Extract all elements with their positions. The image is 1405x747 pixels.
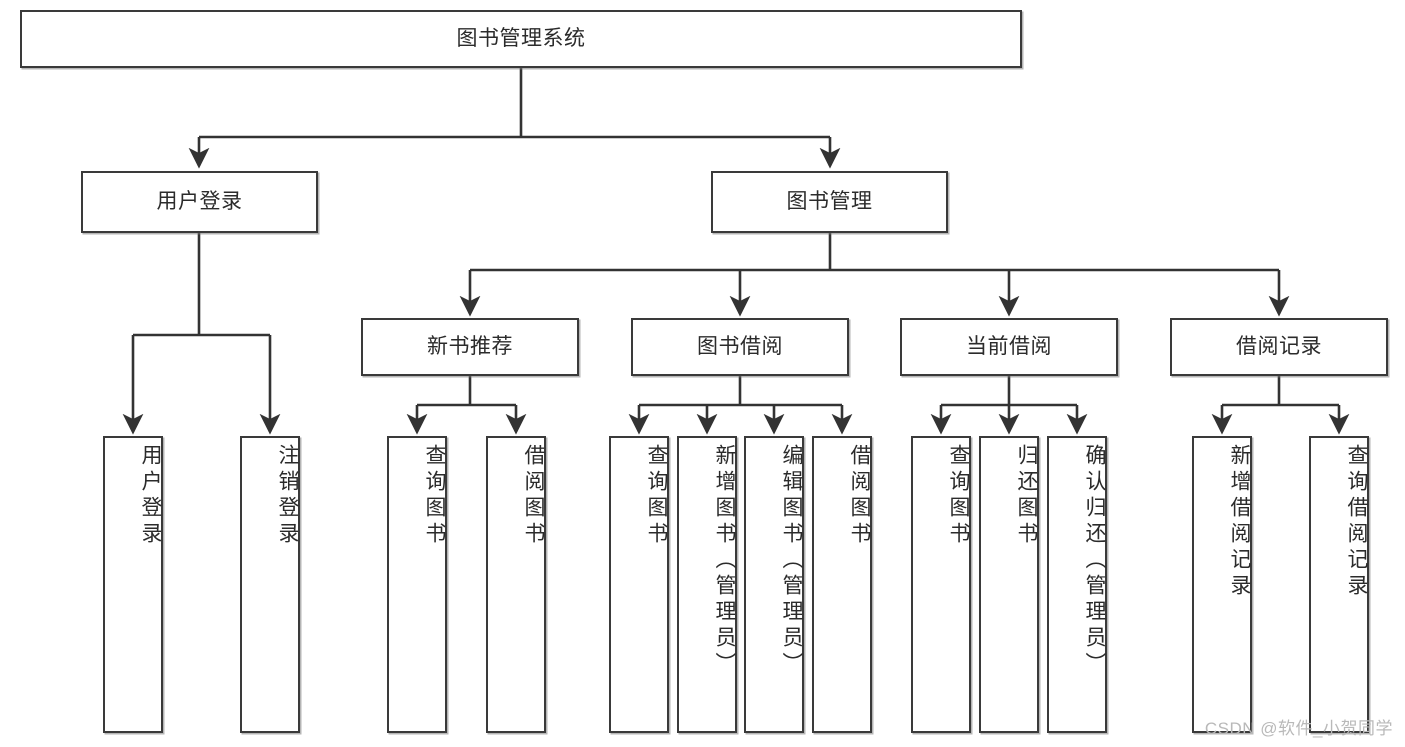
- node-leaf-add-record-label: 新增借阅记录: [1228, 444, 1251, 600]
- csdn-watermark: CSDN @软件_小贺同学: [1204, 719, 1393, 738]
- node-book-borrow[interactable]: 图书借阅: [631, 318, 849, 376]
- node-leaf-return-book-label: 归还图书: [1015, 444, 1038, 548]
- node-leaf-confirm-return[interactable]: 确认归还（管理员）: [1047, 436, 1107, 733]
- node-leaf-edit-book-label: 编辑图书（管理员）: [780, 444, 803, 678]
- node-leaf-logout[interactable]: 注销登录: [240, 436, 300, 733]
- node-borrow-record[interactable]: 借阅记录: [1170, 318, 1388, 376]
- node-leaf-add-book[interactable]: 新增图书（管理员）: [677, 436, 737, 733]
- node-book-borrow-label: 图书借阅: [697, 334, 783, 358]
- node-current-borrow[interactable]: 当前借阅: [900, 318, 1118, 376]
- node-current-borrow-label: 当前借阅: [966, 334, 1052, 358]
- node-leaf-query-book-b[interactable]: 查询图书: [609, 436, 669, 733]
- node-leaf-query-book-c[interactable]: 查询图书: [911, 436, 971, 733]
- node-book-manage-label: 图书管理: [786, 189, 873, 213]
- node-root-label: 图书管理系统: [456, 26, 586, 50]
- node-new-book-recommend-label: 新书推荐: [427, 334, 513, 358]
- node-leaf-logout-label: 注销登录: [276, 444, 299, 548]
- node-leaf-borrow-book-b[interactable]: 借阅图书: [812, 436, 872, 733]
- node-book-manage[interactable]: 图书管理: [711, 171, 948, 233]
- node-leaf-user-login[interactable]: 用户登录: [103, 436, 163, 733]
- node-leaf-borrow-book-a[interactable]: 借阅图书: [486, 436, 546, 733]
- node-leaf-query-book-b-label: 查询图书: [645, 444, 668, 548]
- node-leaf-query-record[interactable]: 查询借阅记录: [1309, 436, 1369, 733]
- node-new-book-recommend[interactable]: 新书推荐: [361, 318, 579, 376]
- node-leaf-borrow-book-b-label: 借阅图书: [848, 444, 871, 548]
- node-leaf-query-book-a-label: 查询图书: [423, 444, 446, 548]
- node-leaf-confirm-return-label: 确认归还（管理员）: [1083, 444, 1106, 678]
- node-leaf-query-book-c-label: 查询图书: [947, 444, 970, 548]
- node-leaf-borrow-book-a-label: 借阅图书: [522, 444, 545, 548]
- node-user-login-label: 用户登录: [156, 189, 243, 213]
- node-leaf-return-book[interactable]: 归还图书: [979, 436, 1039, 733]
- node-leaf-user-login-label: 用户登录: [139, 444, 162, 548]
- node-leaf-edit-book[interactable]: 编辑图书（管理员）: [744, 436, 804, 733]
- node-borrow-record-label: 借阅记录: [1236, 334, 1322, 358]
- node-user-login[interactable]: 用户登录: [81, 171, 318, 233]
- node-leaf-add-record[interactable]: 新增借阅记录: [1192, 436, 1252, 733]
- node-leaf-query-book-a[interactable]: 查询图书: [387, 436, 447, 733]
- node-leaf-query-record-label: 查询借阅记录: [1345, 444, 1368, 600]
- node-leaf-add-book-label: 新增图书（管理员）: [713, 444, 736, 678]
- node-root[interactable]: 图书管理系统: [20, 10, 1022, 68]
